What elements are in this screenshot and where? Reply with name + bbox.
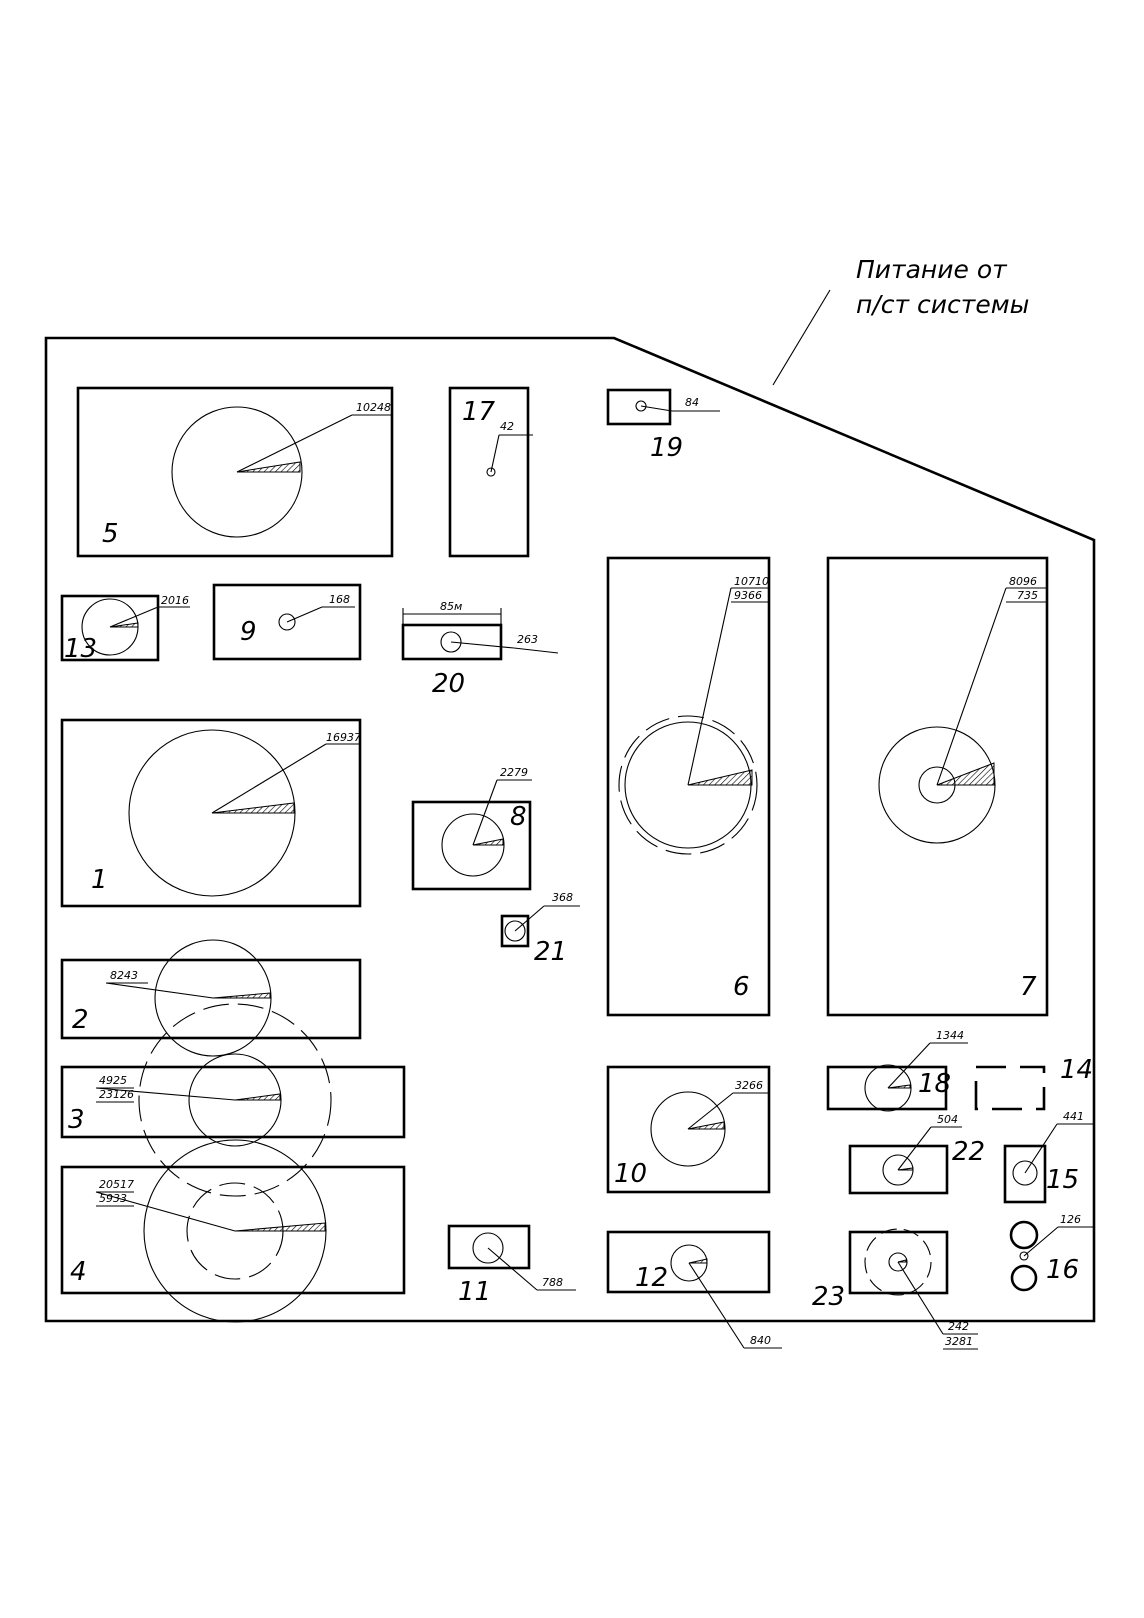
workshop-number-2: 2 bbox=[72, 1005, 89, 1035]
workshop-number-3: 3 bbox=[68, 1105, 85, 1135]
workshop-number-1: 1 bbox=[91, 865, 108, 895]
workshop-number-13: 13 bbox=[64, 634, 97, 664]
workshop-number-10: 10 bbox=[614, 1159, 647, 1189]
workshop-number-14: 14 bbox=[1060, 1055, 1093, 1085]
workshop-11: 788 11 bbox=[447, 1224, 576, 1307]
workshop-number-20: 20 bbox=[432, 669, 465, 699]
workshop-15: 441 15 bbox=[1003, 1110, 1094, 1204]
workshop-number-16: 16 bbox=[1046, 1255, 1079, 1285]
supply-label-line1: Питание от bbox=[856, 255, 1008, 284]
workshop-22: 504 22 bbox=[848, 1113, 985, 1195]
workshop-number-6: 6 bbox=[733, 972, 750, 1002]
load-label-17: 42 bbox=[500, 420, 514, 433]
load-label-23-b: 3281 bbox=[945, 1335, 973, 1348]
workshop-12: 840 12 bbox=[606, 1230, 782, 1349]
workshop-20: 263 20 85м bbox=[401, 600, 559, 699]
workshop-10: 3266 10 bbox=[606, 1065, 771, 1194]
workshop-3: 4925 23126 3 bbox=[60, 1003, 406, 1197]
load-label-3-b: 23126 bbox=[99, 1088, 134, 1101]
workshop-23: 242 3281 23 bbox=[812, 1228, 978, 1350]
load-label-2: 8243 bbox=[110, 969, 138, 982]
workshop-number-15: 15 bbox=[1046, 1165, 1079, 1195]
workshop-number-22: 22 bbox=[952, 1137, 985, 1167]
load-label-18: 1344 bbox=[936, 1029, 964, 1042]
workshop-14: 14 bbox=[974, 1055, 1093, 1111]
workshop-number-23: 23 bbox=[812, 1282, 845, 1312]
load-label-23-a: 242 bbox=[948, 1320, 969, 1333]
load-label-7-a: 8096 bbox=[1009, 575, 1037, 588]
workshop-21: 368 21 bbox=[500, 891, 580, 967]
workshop-number-9: 9 bbox=[240, 617, 257, 647]
site-boundary bbox=[44, 336, 1096, 1323]
load-label-12: 840 bbox=[750, 1334, 771, 1347]
load-label-4-b: 5933 bbox=[99, 1192, 127, 1205]
load-label-19: 84 bbox=[685, 396, 699, 409]
load-label-1: 16937 bbox=[326, 731, 361, 744]
workshop-17: 42 17 bbox=[448, 386, 533, 558]
workshop-7: 8096 735 7 bbox=[826, 556, 1049, 1017]
supply-label-line2: п/ст системы bbox=[856, 290, 1029, 319]
load-label-22: 504 bbox=[937, 1113, 958, 1126]
workshop-number-8: 8 bbox=[510, 802, 527, 832]
load-label-16: 126 bbox=[1060, 1213, 1081, 1226]
load-label-8: 2279 bbox=[500, 766, 528, 779]
load-label-5: 10248 bbox=[356, 401, 391, 414]
load-label-20: 263 bbox=[517, 633, 538, 646]
load-label-3-a: 4925 bbox=[99, 1074, 127, 1087]
workshop-13: 2016 13 bbox=[60, 594, 190, 664]
load-label-21: 368 bbox=[552, 891, 573, 904]
load-label-10: 3266 bbox=[735, 1079, 763, 1092]
workshop-number-5: 5 bbox=[102, 519, 119, 549]
load-label-7-b: 735 bbox=[1017, 589, 1038, 602]
workshop-number-11: 11 bbox=[458, 1277, 491, 1307]
workshop-number-19: 19 bbox=[650, 433, 683, 463]
workshop-number-7: 7 bbox=[1020, 972, 1037, 1002]
workshop-number-17: 17 bbox=[462, 397, 496, 427]
workshop-4: 20517 5933 4 bbox=[60, 1139, 406, 1323]
load-label-11: 788 bbox=[542, 1276, 563, 1289]
workshop-19: 84 19 bbox=[606, 388, 720, 463]
workshop-1: 16937 1 bbox=[60, 718, 362, 908]
workshop-18: 1344 18 bbox=[826, 1029, 968, 1112]
workshop-5: 10248 5 bbox=[76, 386, 394, 558]
load-label-13: 2016 bbox=[161, 594, 189, 607]
load-label-6-a: 10710 bbox=[734, 575, 769, 588]
load-label-9: 168 bbox=[329, 593, 350, 606]
workshop-number-12: 12 bbox=[635, 1263, 668, 1293]
workshop-number-4: 4 bbox=[70, 1257, 87, 1287]
load-label-6-b: 9366 bbox=[734, 589, 762, 602]
load-label-15: 441 bbox=[1063, 1110, 1084, 1123]
workshop-number-21: 21 bbox=[534, 937, 567, 967]
dimension-label: 85м bbox=[440, 600, 462, 613]
workshop-6: 10710 9366 6 bbox=[606, 556, 771, 1017]
workshop-number-18: 18 bbox=[918, 1069, 951, 1099]
workshop-8: 2279 8 bbox=[411, 766, 532, 891]
workshop-16: 126 16 bbox=[1009, 1213, 1094, 1292]
workshop-2: 8243 2 bbox=[60, 939, 362, 1057]
load-label-4-a: 20517 bbox=[99, 1178, 134, 1191]
workshop-9: 168 9 bbox=[212, 583, 362, 661]
supply-arrow bbox=[772, 289, 831, 386]
